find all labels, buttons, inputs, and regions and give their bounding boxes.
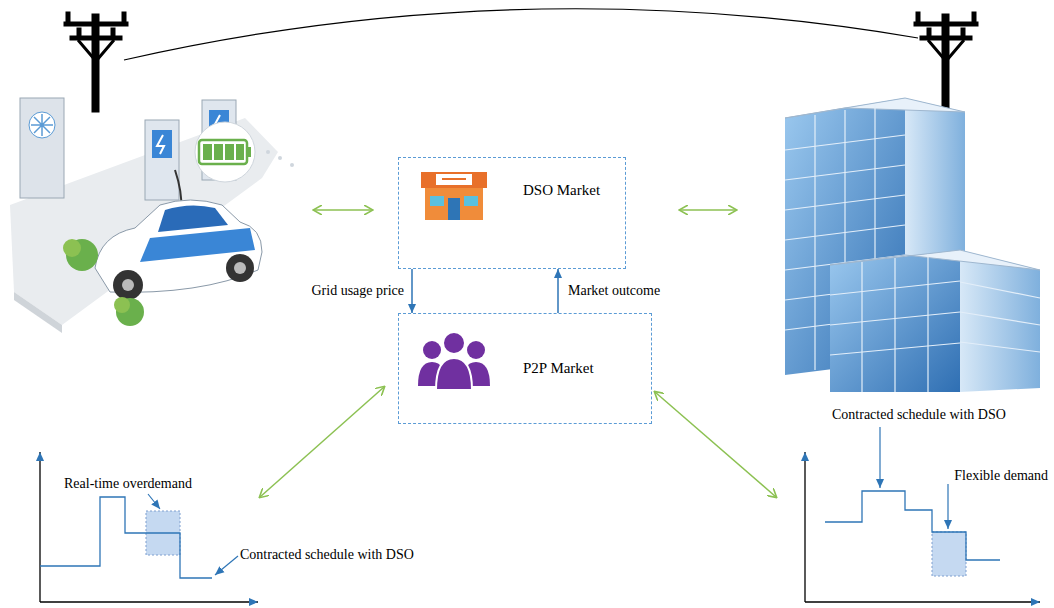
people-icon [418,332,490,390]
power-line [124,9,918,60]
edge-label: Market outcome [566,283,662,299]
chart-annotation: Real-time overdemand [64,476,192,492]
chart-annotation: Contracted schedule with DSO [240,547,414,563]
schedule-chart [805,427,1040,602]
chart-annotation: Flexible demand [954,468,1048,484]
office-building [785,98,1040,392]
power-pole [64,12,128,112]
edge-label: Grid usage price [309,283,406,299]
flow-arrow [557,269,559,313]
charging-station [10,98,294,333]
market-icon [421,172,487,220]
market-box: P2P Market [398,313,652,424]
green-arrow [260,210,776,497]
node-title: P2P Market [523,360,594,377]
chart-annotation: Contracted schedule with DSO [832,407,1006,423]
flow-arrow [411,269,413,313]
market-box: DSO Market [398,157,626,269]
schedule-chart [40,452,258,602]
power-pole [914,12,978,112]
node-title: DSO Market [523,182,600,199]
